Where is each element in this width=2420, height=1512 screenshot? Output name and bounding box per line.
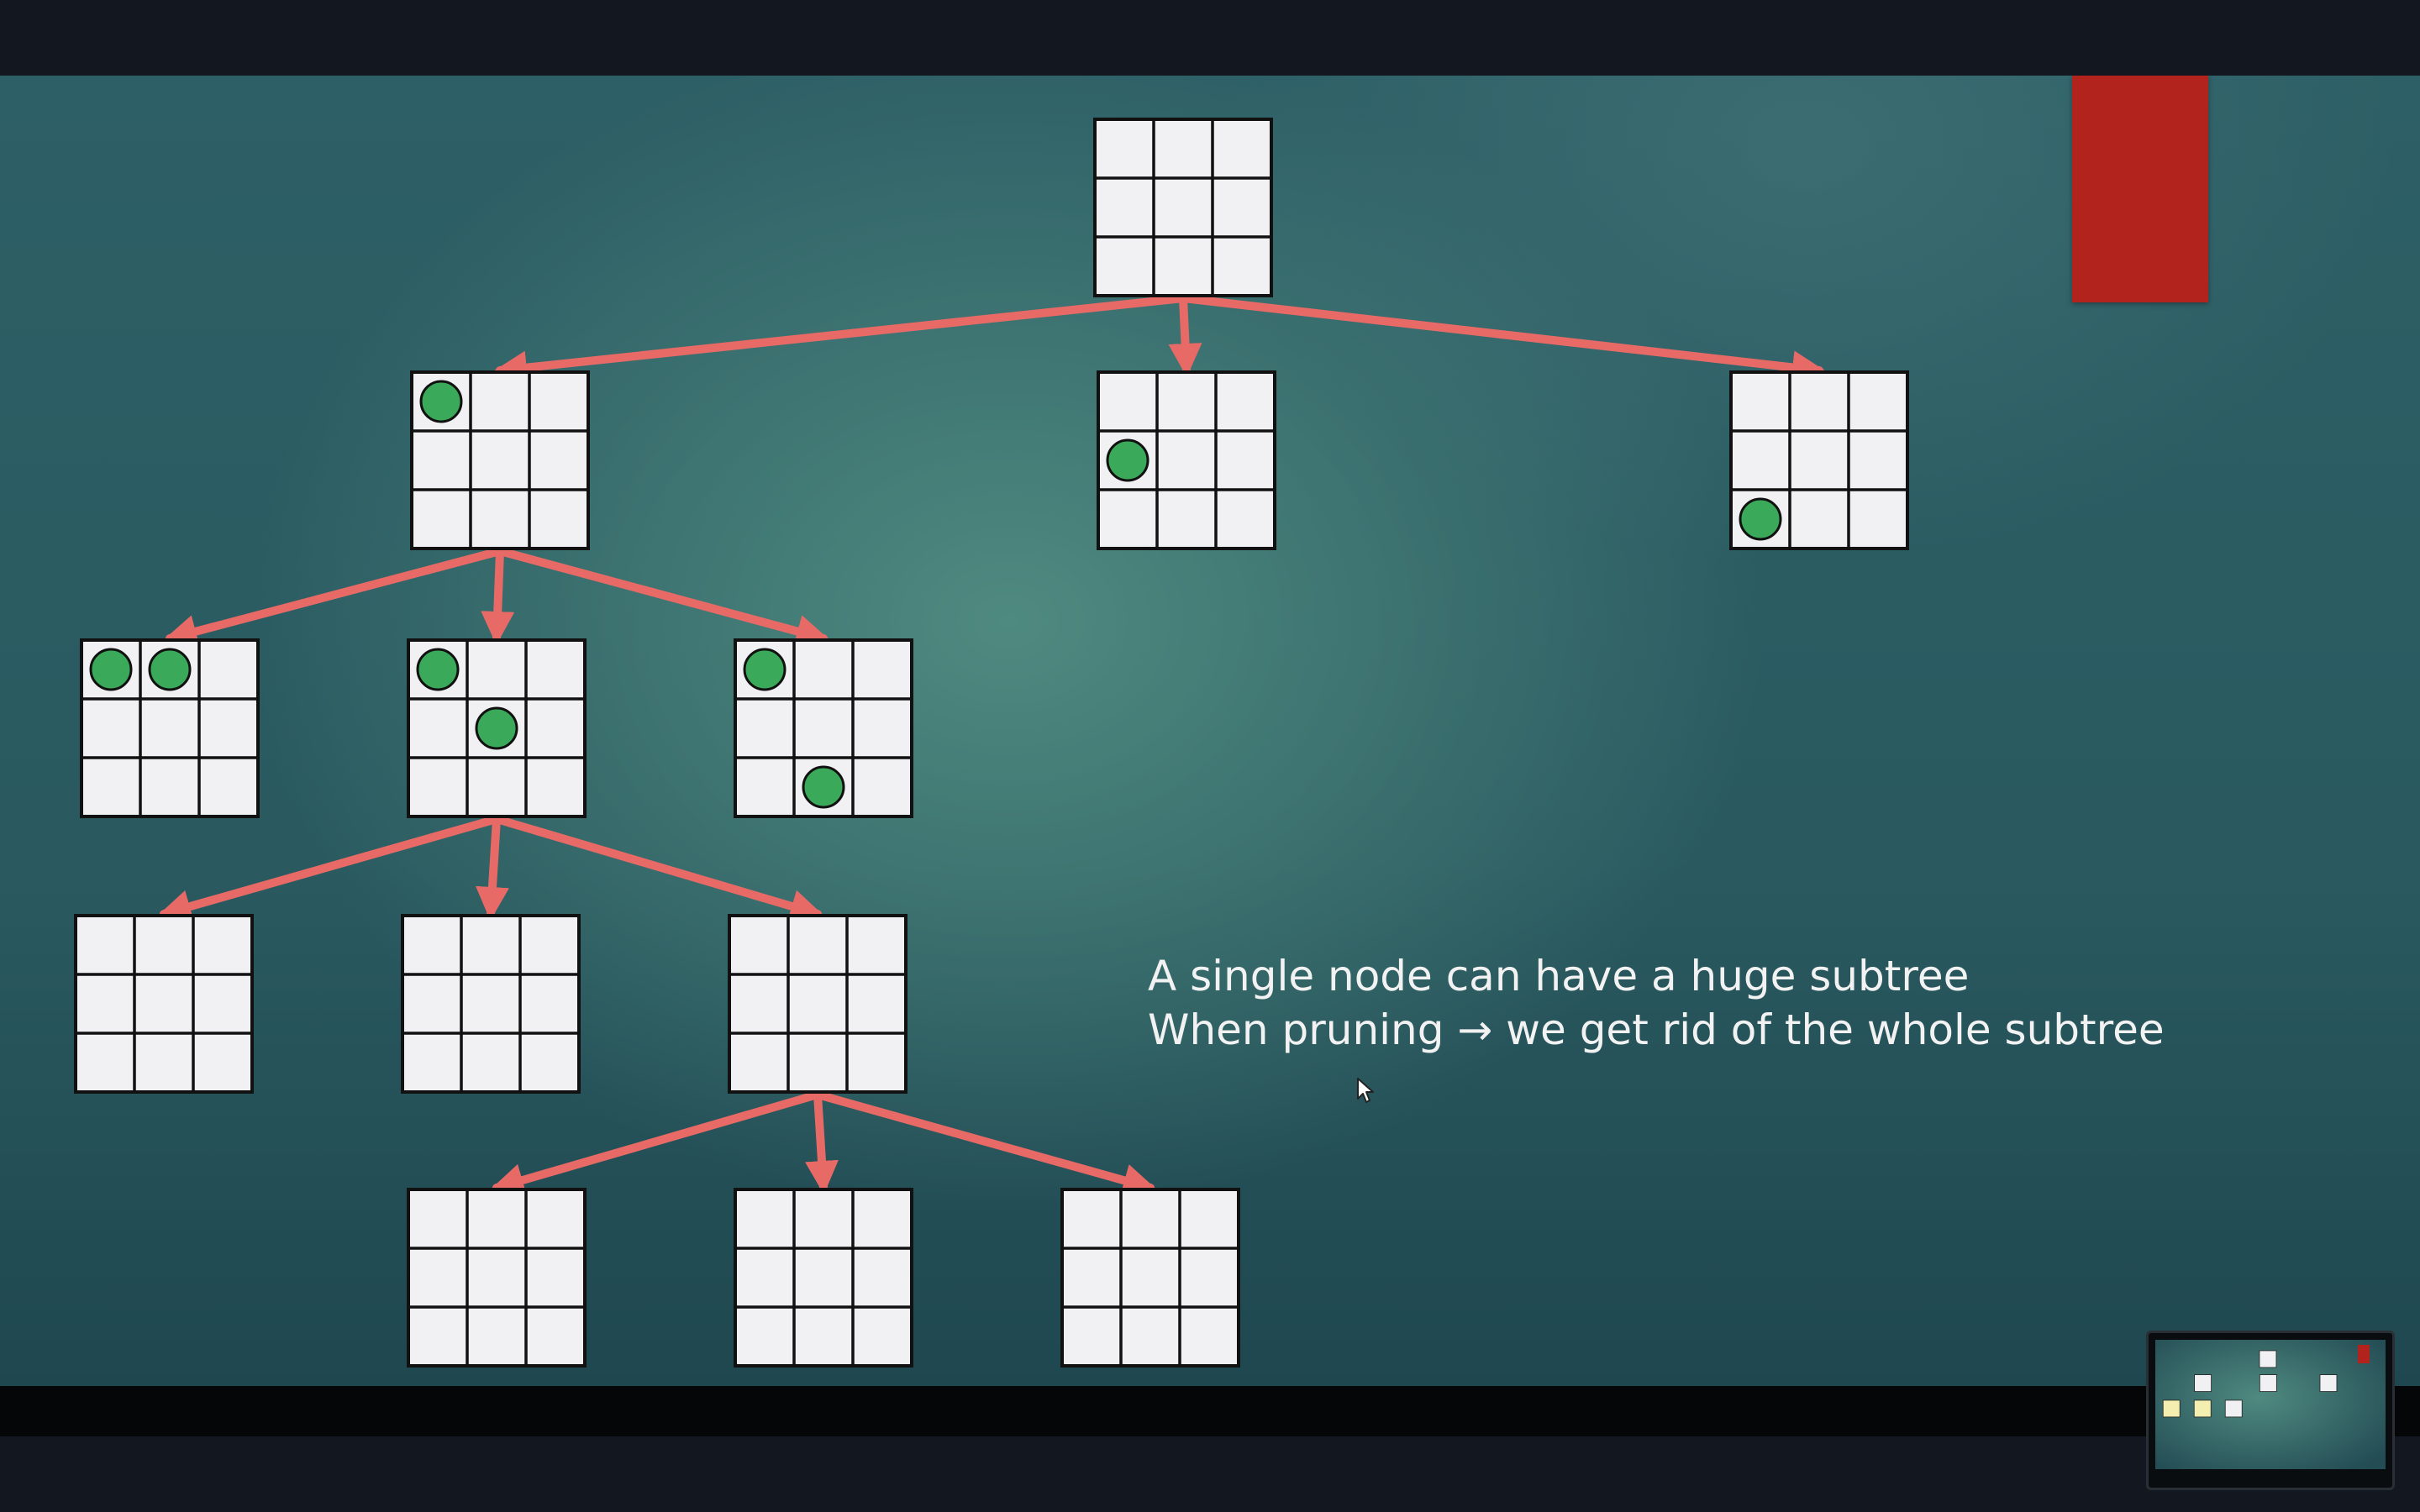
board-l3-b: [401, 914, 581, 1094]
tree-edges: [157, 294, 1826, 1197]
tree-edge-root-to-l1-b: [1168, 294, 1202, 377]
thumbnail-board: [2259, 1374, 2277, 1392]
green-piece: [475, 706, 518, 750]
board-l2-b: [407, 638, 587, 818]
board-frame: [74, 914, 254, 1094]
board-frame: [401, 914, 581, 1094]
slide-thumbnail-preview: [2155, 1340, 2386, 1469]
slide-text-line-2: When pruning → we get rid of the whole s…: [1148, 1005, 2165, 1054]
board-l1-a: [410, 370, 590, 550]
green-piece: [416, 648, 460, 691]
board-frame: [1060, 1188, 1240, 1368]
tree-edge-l1-a-to-l2-b: [481, 547, 515, 645]
board-l3-c: [728, 914, 908, 1094]
top-bar: [0, 0, 2420, 76]
board-frame: [407, 1188, 587, 1368]
green-piece: [743, 648, 786, 691]
tree-edge-l2-b-to-l3-a: [157, 815, 501, 923]
slide-text: A single node can have a huge subtree Wh…: [1148, 949, 2240, 1057]
green-piece: [1739, 497, 1782, 541]
green-piece: [89, 648, 133, 691]
game-tree-diagram: [74, 118, 1909, 1368]
board-l1-c: [1729, 370, 1909, 550]
green-piece: [1106, 438, 1150, 482]
board-l4-c: [1060, 1188, 1240, 1368]
green-piece: [419, 380, 463, 423]
board-l1-b: [1097, 370, 1276, 550]
green-piece: [148, 648, 192, 691]
slide-thumbnail[interactable]: [2146, 1331, 2395, 1490]
mouse-pointer-icon: [1357, 1078, 1374, 1103]
board-frame: [728, 914, 908, 1094]
thumbnail-board: [2259, 1350, 2277, 1368]
thumbnail-board: [2319, 1374, 2338, 1392]
thumbnail-board: [2194, 1374, 2212, 1392]
tree-edge-l3-c-to-l4-a: [490, 1090, 822, 1197]
green-piece: [802, 765, 845, 809]
thumbnail-board: [2193, 1399, 2212, 1418]
board-frame: [1093, 118, 1273, 297]
board-l3-a: [74, 914, 254, 1094]
presentation-slide: A single node can have a huge subtree Wh…: [0, 76, 2420, 1386]
tree-edge-l3-c-to-l4-c: [813, 1090, 1157, 1197]
tree-edge-l2-b-to-l3-c: [492, 815, 824, 923]
slide-text-line-1: A single node can have a huge subtree: [1148, 952, 1970, 1000]
tree-edge-root-to-l1-a: [493, 294, 1187, 385]
tree-edge-l2-b-to-l3-b: [476, 815, 509, 921]
thumbnail-board: [2224, 1399, 2243, 1418]
tree-edge-l3-c-to-l4-b: [805, 1090, 839, 1194]
board-l2-c: [734, 638, 913, 818]
board-frame: [734, 1188, 913, 1368]
bottom-bar: [0, 1386, 2420, 1436]
tree-edge-root-to-l1-c: [1179, 294, 1826, 385]
tree-edge-l1-a-to-l2-c: [496, 547, 830, 648]
thumbnail-boards: [2162, 1350, 2338, 1418]
thumbnail-board: [2162, 1399, 2181, 1418]
board-l4-a: [407, 1188, 587, 1368]
tree-boards: [74, 118, 1909, 1368]
board-root: [1093, 118, 1273, 297]
tree-edge-l1-a-to-l2-a: [163, 547, 504, 648]
red-accent-block: [2072, 76, 2208, 302]
board-l2-a: [80, 638, 260, 818]
board-l4-b: [734, 1188, 913, 1368]
lower-strip: [0, 1436, 2420, 1512]
